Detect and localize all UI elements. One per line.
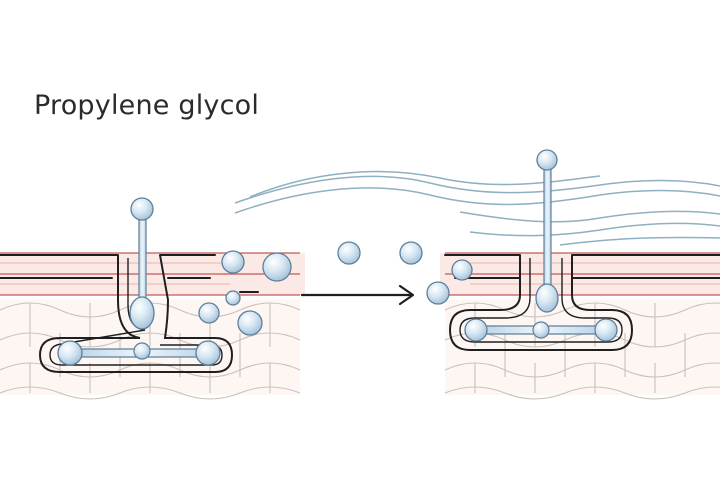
water-flow-lines (234, 170, 720, 246)
diagram-title: Propylene glycol (34, 90, 260, 121)
droplets (198, 241, 473, 336)
direction-arrow (300, 284, 415, 306)
molecule-right (448, 149, 634, 351)
molecule-left (38, 197, 234, 373)
membrane-lines (0, 254, 720, 293)
skin-surface-layers (0, 252, 720, 296)
